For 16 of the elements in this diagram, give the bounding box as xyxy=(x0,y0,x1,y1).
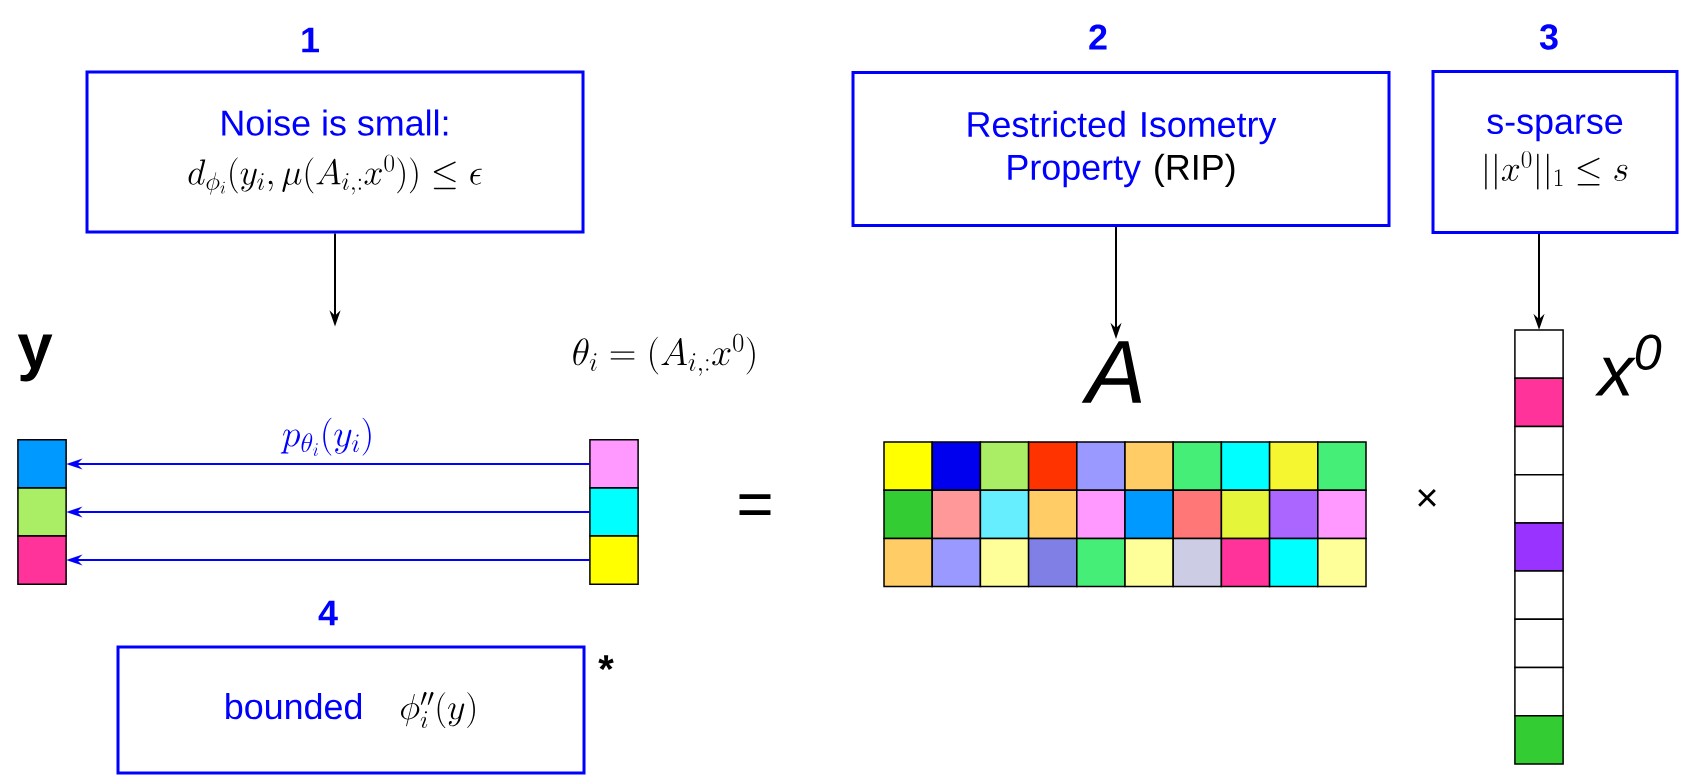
matrix-label: A xyxy=(1081,341,1142,403)
text-box: Restricted Isometry Property (RIP) xyxy=(851,71,1391,227)
math-symbol: × xyxy=(1418,488,1436,507)
vector-label: y xyxy=(17,334,53,382)
edge-label: $p_{\theta_i}(y_i)$ xyxy=(279,415,377,458)
text-box: bounded $\phi_i''(y)$ xyxy=(116,645,586,775)
step-number: 3 xyxy=(1539,24,1558,50)
step-number: 2 xyxy=(1089,24,1107,50)
footnote-mark: * xyxy=(598,655,614,671)
math-symbol: = xyxy=(739,494,771,515)
text-box: s-sparse $||x^0||_1 \leq s$ xyxy=(1431,70,1679,234)
text-box: Noise is small: $d_{\phi_i}(y_i, \mu(A_{i,:} x^0)) \leq \epsilon$ xyxy=(85,70,585,234)
vector-label: x$^{0}$ xyxy=(1595,334,1662,396)
step-number: 1 xyxy=(302,27,319,53)
formula-label: $\theta_i = (A_{i,:} x^0)$ xyxy=(573,333,755,376)
step-number: 4 xyxy=(318,600,338,626)
